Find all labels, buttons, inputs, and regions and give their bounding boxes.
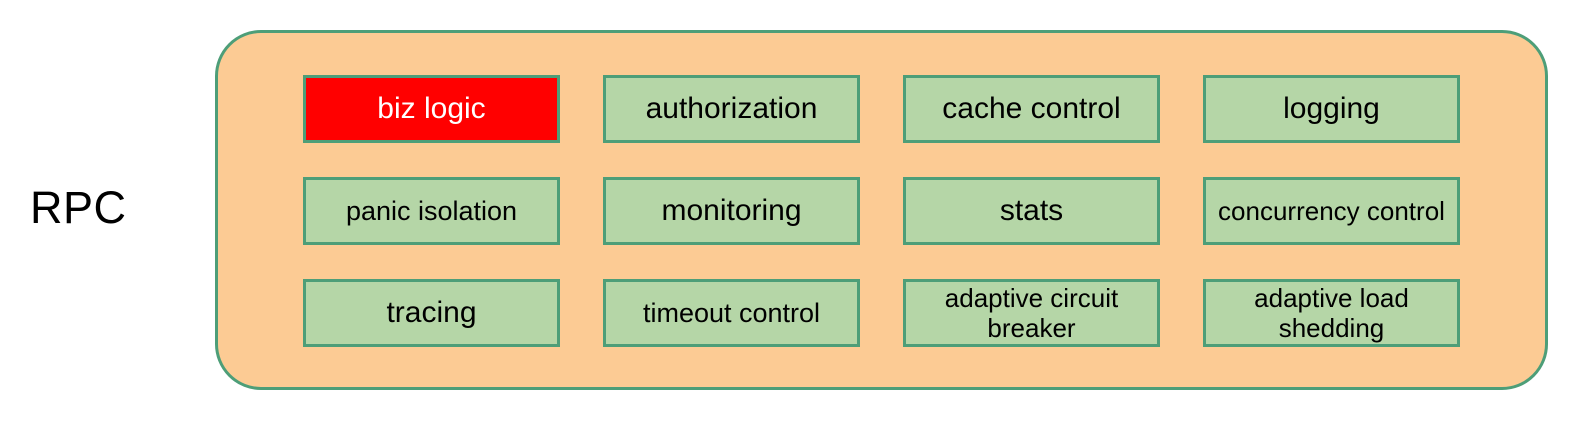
middleware-box-monitoring[interactable]: monitoring <box>603 177 860 245</box>
middleware-box-cache-control[interactable]: cache control <box>903 75 1160 143</box>
middleware-box-authorization[interactable]: authorization <box>603 75 860 143</box>
middleware-box-label: timeout control <box>642 297 821 328</box>
middleware-box-concurrency-control[interactable]: concurrency control <box>1203 177 1460 245</box>
middleware-box-panic-isolation[interactable]: panic isolation <box>303 177 560 245</box>
middleware-box-label: tracing <box>386 296 477 329</box>
middleware-box-label: adaptive circuit breaker <box>944 283 1119 343</box>
middleware-box-label: panic isolation <box>345 195 518 226</box>
middleware-box-label: logging <box>1283 92 1380 125</box>
middleware-box-label: stats <box>999 194 1064 227</box>
middleware-box-biz-logic[interactable]: biz logic <box>303 75 560 143</box>
middleware-box-tracing[interactable]: tracing <box>303 279 560 347</box>
middleware-grid: biz logic authorization cache control lo… <box>303 75 1460 347</box>
middleware-box-label: cache control <box>942 92 1121 125</box>
middleware-box-label: monitoring <box>661 194 802 227</box>
middleware-box-stats[interactable]: stats <box>903 177 1160 245</box>
middleware-box-timeout-control[interactable]: timeout control <box>603 279 860 347</box>
middleware-box-label: biz logic <box>377 92 486 125</box>
middleware-box-logging[interactable]: logging <box>1203 75 1460 143</box>
rpc-container: biz logic authorization cache control lo… <box>215 30 1548 390</box>
middleware-box-adaptive-circuit-breaker[interactable]: adaptive circuit breaker <box>903 279 1160 347</box>
middleware-box-label: adaptive load shedding <box>1254 283 1409 343</box>
middleware-box-label: concurrency control <box>1218 196 1445 226</box>
rpc-label: RPC <box>30 182 127 233</box>
middleware-box-label: authorization <box>645 92 818 125</box>
middleware-box-adaptive-load-shedding[interactable]: adaptive load shedding <box>1203 279 1460 347</box>
